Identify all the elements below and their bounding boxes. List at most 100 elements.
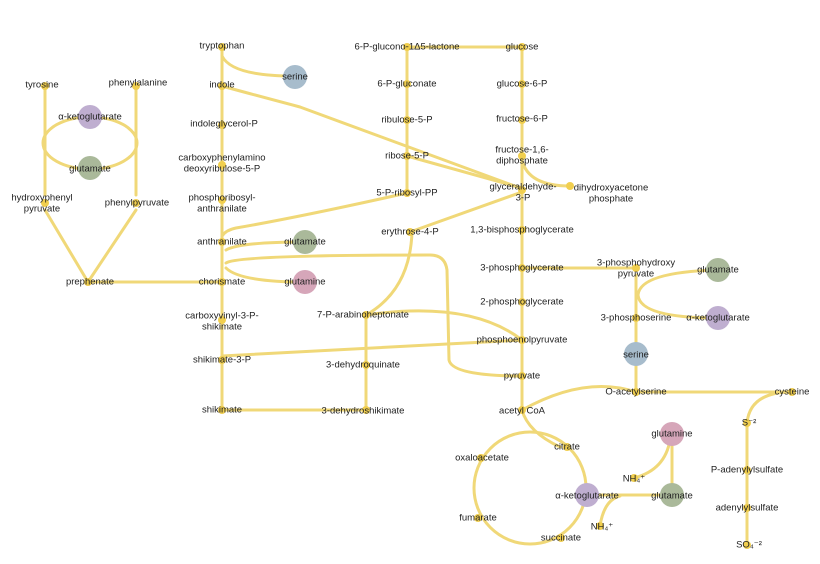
label-akg-aromatic: α-ketoglutarate — [58, 112, 122, 123]
label-glutamine-tca: glutamine — [651, 429, 692, 440]
node-tyrosine[interactable] — [41, 82, 49, 90]
node-carboxyvinyl[interactable] — [218, 316, 226, 324]
label-serine-trp: serine — [282, 72, 308, 83]
label-phosphohydroxypyruvate-1: 3-phosphohydroxy — [597, 258, 675, 269]
label-glucose: glucose — [506, 42, 539, 53]
label-oxaloacetate: oxaloacetate — [455, 453, 509, 464]
label-phenylalanine: phenylalanine — [109, 78, 168, 89]
serine-trp-circle — [283, 65, 307, 89]
node-phosphohydroxypyruvate[interactable] — [632, 264, 640, 272]
node-pg2[interactable] — [518, 298, 526, 306]
label-carboxyphenylamino-1: carboxyphenylamino — [178, 153, 265, 164]
node-phosphoribosyl[interactable] — [218, 196, 226, 204]
edge-glutamate-akg-ser — [636, 268, 720, 320]
node-acetylcoa[interactable] — [518, 406, 526, 414]
edge-chorismate-glutamine — [224, 266, 307, 284]
akg-ser-circle — [706, 306, 730, 330]
edge-acetylcoa-oacetylserine — [520, 384, 638, 412]
label-ribose: ribose-5-P — [385, 151, 429, 162]
node-hydroxyphenyl[interactable] — [41, 199, 49, 207]
glutamate-tca-circle — [660, 483, 684, 507]
edge-nh4b-akg — [598, 494, 622, 528]
node-oxaloacetate[interactable] — [477, 454, 485, 462]
node-so4[interactable] — [743, 541, 751, 549]
label-nh4b: NH₄⁺ — [591, 522, 614, 533]
node-ribulose[interactable] — [403, 116, 411, 124]
node-citrate[interactable] — [563, 443, 571, 451]
node-phenylalanine[interactable] — [132, 82, 140, 90]
node-phenylpyruvate[interactable] — [132, 199, 140, 207]
label-s2: S⁻² — [742, 418, 757, 429]
label-fumarate: fumarate — [459, 513, 497, 524]
node-padenylylsulfate[interactable] — [743, 466, 751, 474]
node-fbp[interactable] — [518, 152, 526, 160]
label-cysteine: cysteine — [775, 387, 810, 398]
node-g3p[interactable] — [518, 186, 526, 194]
node-lactone[interactable] — [403, 43, 411, 51]
serine-cys-circle — [624, 342, 648, 366]
node-nh4b[interactable] — [596, 522, 604, 530]
node-pyruvate[interactable] — [518, 372, 526, 380]
cofactor-circles — [78, 65, 730, 507]
label-glutamate-tca: glutamate — [651, 491, 693, 502]
label-akg-ser: α-ketoglutarate — [686, 313, 750, 324]
label-fbp-1: fructose-1,6- — [495, 145, 548, 156]
label-glutamate-ser: glutamate — [697, 265, 739, 276]
edge-s2-cysteine — [745, 390, 794, 425]
node-tryptophan[interactable] — [218, 43, 226, 51]
label-dehydroshikimate: 3-dehydroshikimate — [322, 406, 405, 417]
label-lactone: 6-P-glucono-1Δ5-lactone — [354, 42, 459, 53]
akg-tca-circle — [575, 483, 599, 507]
node-carboxyphenylamino[interactable] — [218, 161, 226, 169]
edge-nh4a-glutamine — [632, 438, 672, 480]
pathway-edges — [41, 45, 794, 547]
label-bpg: 1,3-bisphosphoglycerate — [470, 225, 574, 236]
node-indole[interactable] — [218, 82, 226, 90]
node-anthranilate[interactable] — [218, 238, 226, 246]
label-ribulose: ribulose-5-P — [381, 115, 432, 126]
node-phosphoserine[interactable] — [632, 314, 640, 322]
node-fumarate[interactable] — [474, 514, 482, 522]
label-g6p: glucose-6-P — [497, 79, 548, 90]
node-indoleglycerol[interactable] — [218, 121, 226, 129]
edge-prephenate-phenylpyruvate — [86, 208, 138, 284]
node-glucose[interactable] — [518, 43, 526, 51]
node-prephenate[interactable] — [84, 278, 92, 286]
metabolite-nodes — [41, 43, 796, 549]
label-g3p-1: glyceraldehyde- — [489, 182, 556, 193]
label-carboxyphenylamino-2: deoxyribulose-5-P — [184, 164, 261, 175]
node-oacetylserine[interactable] — [632, 388, 640, 396]
node-nh4a[interactable] — [630, 474, 638, 482]
edge-pep-shikimate3p — [220, 338, 524, 358]
node-adenylylsulfate[interactable] — [743, 504, 751, 512]
node-dhap[interactable] — [566, 182, 574, 190]
label-nh4a: NH₄⁺ — [623, 474, 646, 485]
glutamine-tca-circle — [660, 422, 684, 446]
node-shikimate[interactable] — [218, 406, 226, 414]
edge-chorismate-pyruvate — [224, 253, 524, 378]
node-gluconate[interactable] — [403, 80, 411, 88]
node-pep[interactable] — [518, 336, 526, 344]
label-succinate: succinate — [541, 533, 581, 544]
label-indoleglycerol: indoleglycerol-P — [190, 119, 258, 130]
node-erythrose[interactable] — [406, 228, 414, 236]
node-bpg[interactable] — [518, 226, 526, 234]
node-g6p[interactable] — [518, 80, 526, 88]
node-arabinoheptonate[interactable] — [362, 311, 370, 319]
label-glutamine-anth: glutamine — [284, 277, 325, 288]
node-dehydroshikimate[interactable] — [362, 406, 370, 414]
glutamate-ser-circle — [706, 258, 730, 282]
node-s2[interactable] — [743, 419, 751, 427]
label-tyrosine: tyrosine — [25, 80, 58, 91]
node-ribose[interactable] — [403, 152, 411, 160]
label-citrate: citrate — [554, 442, 580, 453]
node-cysteine[interactable] — [788, 388, 796, 396]
node-f6p[interactable] — [518, 116, 526, 124]
label-serine-cys: serine — [623, 350, 649, 361]
node-dehydroquinate[interactable] — [362, 361, 370, 369]
node-chorismate[interactable] — [218, 278, 226, 286]
node-pg3[interactable] — [518, 264, 526, 272]
node-shikimate3p[interactable] — [218, 356, 226, 364]
node-succinate[interactable] — [557, 534, 565, 542]
node-ribosylpp[interactable] — [403, 189, 411, 197]
